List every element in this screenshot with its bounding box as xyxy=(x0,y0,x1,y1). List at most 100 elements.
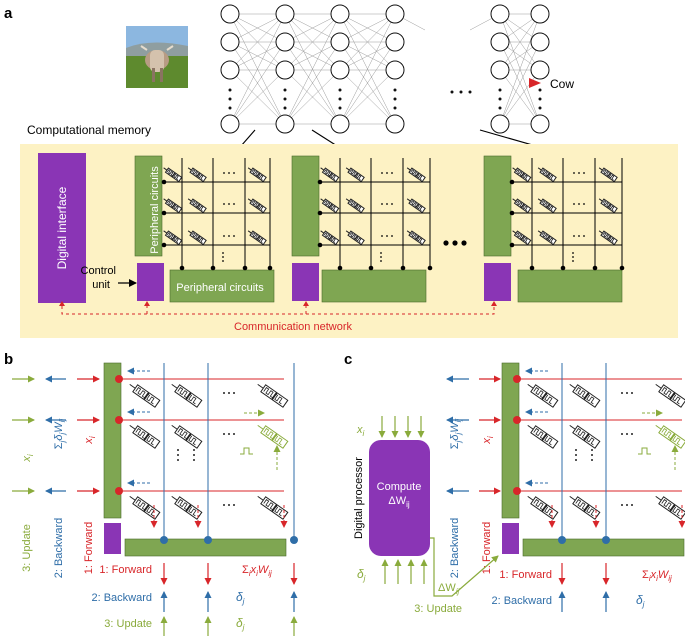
control-unit-block xyxy=(137,263,164,301)
network-neuron xyxy=(275,60,295,80)
network-neuron xyxy=(330,60,350,80)
compute-delta-w-label: ΔWij xyxy=(438,582,460,596)
panel-c-legend-backward: 2: Backward xyxy=(491,595,552,607)
memristor-device xyxy=(655,383,685,408)
network-link xyxy=(229,13,286,125)
memristor-device xyxy=(655,424,685,449)
vertical-dots xyxy=(228,88,232,92)
network-neuron xyxy=(275,32,295,52)
peripheral-circuits-horizontal xyxy=(517,269,623,303)
network-neuron xyxy=(220,60,240,80)
panel-b-legend-update: 3: Update xyxy=(104,618,152,630)
update-path xyxy=(430,537,499,597)
network-neuron xyxy=(220,114,240,134)
network-neuron xyxy=(530,114,550,134)
memristor-device xyxy=(163,198,183,214)
memristor-device xyxy=(257,495,289,520)
memristor-device xyxy=(187,198,207,214)
network-link xyxy=(284,41,341,71)
control-unit-label: Control xyxy=(81,265,116,277)
network-neuron xyxy=(490,4,510,24)
network-neuron xyxy=(490,114,510,134)
network-neuron xyxy=(530,4,550,24)
panel-c-legend-forward: 1: Forward xyxy=(499,569,552,581)
memristor-device xyxy=(320,230,340,246)
panel-label-c: c xyxy=(344,351,352,368)
memristor-device xyxy=(187,167,207,183)
control-unit-block xyxy=(484,263,511,301)
memristor-device xyxy=(129,495,161,520)
network-link xyxy=(339,13,396,71)
memristor-device xyxy=(406,167,426,183)
network-neuron xyxy=(490,32,510,52)
compute-label-1: Compute xyxy=(377,481,422,493)
panel-b-legend-forward: 1: Forward xyxy=(99,564,152,576)
network-link xyxy=(339,69,396,125)
memristor-device xyxy=(512,167,532,183)
network-link xyxy=(284,13,341,125)
network-neuron xyxy=(530,60,550,80)
memristor-device xyxy=(527,383,559,408)
control-block xyxy=(502,523,519,554)
panel-b-xi-green: xi xyxy=(21,454,35,463)
memristor-device xyxy=(406,198,426,214)
network-link xyxy=(284,13,341,43)
panel-b-rotated-forward: 1: Forward xyxy=(83,522,95,575)
panel-b-input-arrows xyxy=(12,375,100,495)
vertical-dots xyxy=(338,97,342,101)
memristor-device xyxy=(129,383,161,408)
memristor-device xyxy=(655,495,685,520)
memristor-device xyxy=(171,495,203,520)
vertical-dots xyxy=(393,97,397,101)
panel-b-delta-blue: δj xyxy=(236,590,245,606)
vertical-dots xyxy=(393,88,397,92)
compute-xi-label: xi xyxy=(356,424,365,438)
panel-c-rotated-forward: 1: Forward xyxy=(481,522,493,575)
panel-b-rotated-update: 3: Update xyxy=(21,524,33,572)
network-link xyxy=(229,69,286,125)
memristor-device xyxy=(129,424,161,449)
memristor-device xyxy=(598,198,618,214)
network-neuron xyxy=(330,32,350,52)
peripheral-circuits-vertical xyxy=(483,155,512,257)
memristor-device xyxy=(320,167,340,183)
panel-c-xi-red: xi xyxy=(481,436,495,445)
panel-c-rotated-backward: 2: Backward xyxy=(449,518,461,579)
memristor-device xyxy=(320,198,340,214)
network-neuron xyxy=(275,114,295,134)
network-neuron xyxy=(490,60,510,80)
panel-b-rotated-backward: 2: Backward xyxy=(53,518,65,579)
peripheral-circuits-horizontal xyxy=(321,269,427,303)
horizontal-dots xyxy=(459,90,463,94)
memristor-device xyxy=(257,383,289,408)
panel-b-xi-red: xi xyxy=(83,436,97,445)
neural-network xyxy=(220,4,579,163)
memristor-device xyxy=(598,230,618,246)
memristor-device xyxy=(537,230,557,246)
crossbar-c xyxy=(501,362,685,612)
compute-label-2: ΔWij xyxy=(388,495,410,509)
digital-processor-label: Digital processor xyxy=(353,457,365,539)
control-unit-label-2: unit xyxy=(92,279,110,291)
network-link xyxy=(229,41,286,71)
network-link xyxy=(229,13,286,71)
memristor-device xyxy=(537,198,557,214)
panel-b-delta-green: δj xyxy=(236,616,245,632)
memristor-device xyxy=(537,167,557,183)
panel-c-sum-x: ΣixiWij xyxy=(642,569,672,583)
horizontal-dots xyxy=(468,90,472,94)
vertical-dots xyxy=(338,106,342,110)
panel-label-b: b xyxy=(4,351,13,368)
digital-interface-block xyxy=(38,153,86,303)
horizontal-dots xyxy=(450,90,454,94)
network-link xyxy=(229,13,286,43)
memristor-device xyxy=(171,424,203,449)
vertical-dots xyxy=(283,97,287,101)
panel-b-sum-x: ΣixiWij xyxy=(242,564,272,578)
peripheral-vertical-block xyxy=(103,362,122,519)
memristor-device xyxy=(345,198,365,214)
compute-update-label: 3: Update xyxy=(414,603,462,615)
memristor-device xyxy=(512,198,532,214)
memristor-device xyxy=(163,167,183,183)
vertical-dots xyxy=(538,106,542,110)
